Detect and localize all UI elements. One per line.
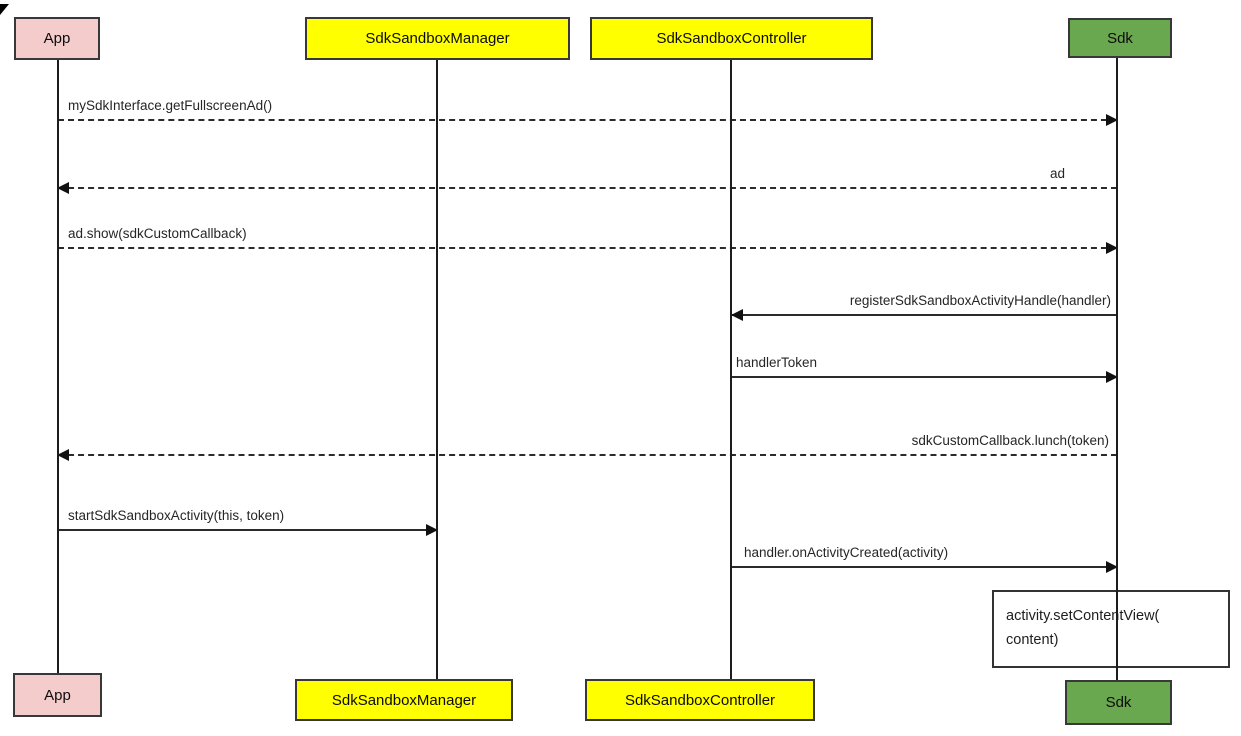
- message-start-sandbox-activity: startSdkSandboxActivity(this, token): [58, 508, 438, 536]
- actor-label: Sdk: [1105, 694, 1132, 711]
- corner-artifact: [0, 4, 9, 15]
- message-line: [732, 561, 1118, 573]
- message-line: [731, 309, 1117, 321]
- actor-label: App: [43, 30, 71, 47]
- arrowhead-left-icon: [57, 449, 69, 461]
- actor-box-sdk-bottom: Sdk: [1065, 680, 1172, 725]
- lifeline-controller: [730, 60, 732, 679]
- message-on-activity-created: handler.onActivityCreated(activity): [732, 545, 1118, 573]
- actor-box-app-top: App: [14, 17, 100, 60]
- actor-label: SdkSandboxManager: [365, 30, 510, 47]
- message-label: handlerToken: [736, 355, 818, 370]
- message-line: [58, 114, 1118, 126]
- lifeline-manager: [436, 60, 438, 679]
- actor-box-manager-bottom: SdkSandboxManager: [295, 679, 513, 721]
- message-label: ad: [1049, 166, 1065, 181]
- note-line-1: activity.setContentView(: [1006, 608, 1160, 624]
- message-line: [57, 449, 1117, 461]
- message-label: sdkCustomCallback.lunch(token): [911, 433, 1109, 448]
- message-label: ad.show(sdkCustomCallback): [68, 226, 247, 241]
- message-label: registerSdkSandboxActivityHandle(handler…: [849, 293, 1111, 308]
- message-line: [57, 182, 1117, 194]
- actor-box-app-bottom: App: [13, 673, 102, 717]
- arrowhead-right-icon: [1106, 371, 1118, 383]
- arrowhead-left-icon: [731, 309, 743, 321]
- note-line-2: content): [1006, 632, 1059, 648]
- actor-label: SdkSandboxManager: [331, 691, 477, 709]
- actor-box-sdk-top: Sdk: [1068, 18, 1172, 58]
- lifeline-app: [57, 60, 59, 673]
- arrowhead-right-icon: [1106, 114, 1118, 126]
- arrowhead-right-icon: [426, 524, 438, 536]
- actor-box-manager-top: SdkSandboxManager: [305, 17, 570, 60]
- actor-box-controller-top: SdkSandboxController: [590, 17, 873, 60]
- message-callback-lunch: sdkCustomCallback.lunch(token): [57, 433, 1117, 461]
- note-set-content-view: activity.setContentView( content): [992, 590, 1230, 668]
- actor-label: SdkSandboxController: [624, 691, 776, 709]
- message-label: handler.onActivityCreated(activity): [744, 545, 949, 560]
- message-register-activity-handle: registerSdkSandboxActivityHandle(handler…: [731, 293, 1117, 321]
- message-label: startSdkSandboxActivity(this, token): [68, 508, 285, 523]
- lifeline-sdk: [1116, 58, 1118, 680]
- arrowhead-right-icon: [1106, 561, 1118, 573]
- actor-box-controller-bottom: SdkSandboxController: [585, 679, 815, 721]
- message-line: [732, 371, 1118, 383]
- message-ad-show: ad.show(sdkCustomCallback): [58, 226, 1118, 254]
- actor-label: SdkSandboxController: [656, 30, 807, 47]
- actor-label: Sdk: [1107, 29, 1133, 47]
- message-line: [58, 242, 1118, 254]
- message-ad-return: ad: [57, 166, 1117, 194]
- arrowhead-left-icon: [57, 182, 69, 194]
- message-handler-token: handlerToken: [732, 355, 1118, 383]
- actor-label: App: [44, 686, 71, 704]
- message-line: [58, 524, 438, 536]
- message-label: mySdkInterface.getFullscreenAd(): [68, 98, 273, 113]
- message-get-fullscreen-ad: mySdkInterface.getFullscreenAd(): [58, 98, 1118, 126]
- arrowhead-right-icon: [1106, 242, 1118, 254]
